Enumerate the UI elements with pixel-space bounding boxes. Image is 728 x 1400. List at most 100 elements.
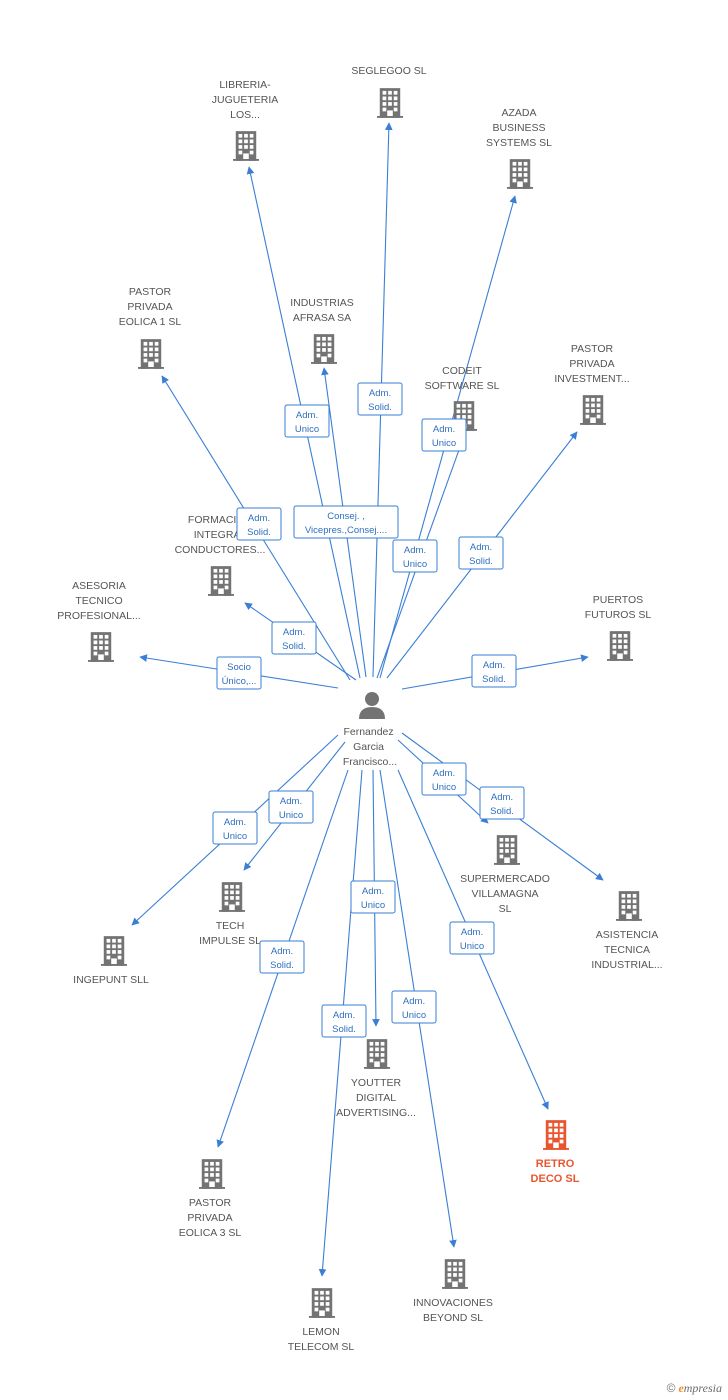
center-node[interactable]: Fernandez Garcia Francisco... <box>343 692 397 768</box>
company-name-line: PASTOR <box>189 1197 232 1209</box>
role-badge-text: Adm.Solid. <box>490 792 514 817</box>
role-badge-investment[interactable]: Adm.Solid. <box>458 536 504 570</box>
company-name-line: VILLAMAGNA <box>471 888 538 900</box>
role-badge-box <box>391 990 437 1024</box>
company-name: INGEPUNT SLL <box>73 974 149 986</box>
role-badge-line: Adm. <box>248 513 270 524</box>
role-badge-line: Unico <box>460 941 484 952</box>
role-badge-box <box>479 786 525 820</box>
company-name-line: PASTOR <box>129 286 172 298</box>
role-badge-line: Adm. <box>483 660 505 671</box>
role-badge-ingepunt[interactable]: Adm.Unico <box>212 811 258 845</box>
building-icon <box>607 631 633 661</box>
building-icon <box>494 835 520 865</box>
role-badge-pastor3[interactable]: Adm.Solid. <box>259 940 305 974</box>
role-badge-box <box>421 418 467 452</box>
role-badge-innovaciones[interactable]: Adm.Unico <box>391 990 437 1024</box>
role-badge-text: Adm.Unico <box>402 996 426 1021</box>
company-node-ingepunt[interactable]: INGEPUNT SLL <box>73 936 149 986</box>
building-icon <box>377 88 403 118</box>
role-badge-text: Adm.Unico <box>279 796 303 821</box>
role-badge-line: Unico <box>403 559 427 570</box>
company-name-line: PRIVADA <box>127 301 172 313</box>
role-badge-text: Consej. ,Vicepres.,Consej.... <box>305 511 387 536</box>
building-icon <box>311 334 337 364</box>
role-badge-supermercado[interactable]: Adm. Unico <box>421 762 467 796</box>
role-badge-box <box>236 507 282 541</box>
center-name: Fernandez Garcia Francisco... <box>343 726 397 768</box>
role-badge-puertos[interactable]: Adm.Solid. <box>471 654 517 688</box>
role-badge-asistencia[interactable]: Adm.Solid. <box>479 786 525 820</box>
role-badge-libreria[interactable]: Adm.Unico <box>284 404 330 438</box>
company-name-line: INDUSTRIAL... <box>591 959 662 971</box>
company-name-line: CONDUCTORES... <box>175 544 266 556</box>
company-node-seglegoo[interactable]: SEGLEGOO SL <box>351 65 427 118</box>
role-badge-text: Adm.Unico <box>295 410 319 435</box>
role-badge-line: Unico <box>432 438 456 449</box>
role-badge-line: Solid. <box>247 527 271 538</box>
company-name-line: TECH <box>216 920 245 932</box>
role-badge-azada[interactable]: Adm.Unico <box>421 418 467 452</box>
company-name-line: AFRASA SA <box>293 312 351 324</box>
company-name-line: EOLICA 3 SL <box>179 1227 242 1239</box>
brand-e: e <box>678 1381 684 1395</box>
company-name-line: SOFTWARE SL <box>425 380 500 392</box>
company-name-line: ADVERTISING... <box>336 1107 416 1119</box>
role-badge-line: Adm. <box>470 542 492 553</box>
role-badge-formacion[interactable]: Adm.Solid. <box>271 621 317 655</box>
role-badge-youtter[interactable]: Adm.Unico <box>350 880 396 914</box>
company-name-line: DECO SL <box>531 1173 580 1185</box>
role-badge-text: Adm.Unico <box>223 817 247 842</box>
center-name-line: Francisco... <box>343 756 397 768</box>
role-badge-text: Adm.Solid. <box>270 946 294 971</box>
role-badge-codeit[interactable]: Adm.Unico <box>392 539 438 573</box>
role-badge-line: Unico <box>402 1010 426 1021</box>
role-badge-box <box>350 880 396 914</box>
role-badge-afrasa[interactable]: Consej. ,Vicepres.,Consej.... <box>293 505 399 539</box>
role-badge-line: Adm. <box>433 768 455 779</box>
role-badge-text: Adm.Unico <box>403 545 427 570</box>
role-badge-line: Unico <box>432 782 456 793</box>
role-badge-lemon[interactable]: Adm.Solid. <box>321 1004 367 1038</box>
role-badge-pastor1[interactable]: Adm. Solid. <box>236 507 282 541</box>
role-badge-retro[interactable]: Adm.Unico <box>449 921 495 955</box>
role-badge-box <box>216 656 262 690</box>
role-badge-seglegoo[interactable]: Adm.Solid. <box>357 382 403 416</box>
role-badge-text: Adm.Solid. <box>282 627 306 652</box>
company-name-line: TECNICO <box>75 595 122 607</box>
role-badge-box <box>268 790 314 824</box>
company-name-line: SYSTEMS SL <box>486 137 552 149</box>
role-badge-box <box>271 621 317 655</box>
role-badge-box <box>259 940 305 974</box>
company-name-line: INNOVACIONES <box>413 1297 493 1309</box>
role-badge-tech[interactable]: Adm.Unico <box>268 790 314 824</box>
role-badge-box <box>321 1004 367 1038</box>
